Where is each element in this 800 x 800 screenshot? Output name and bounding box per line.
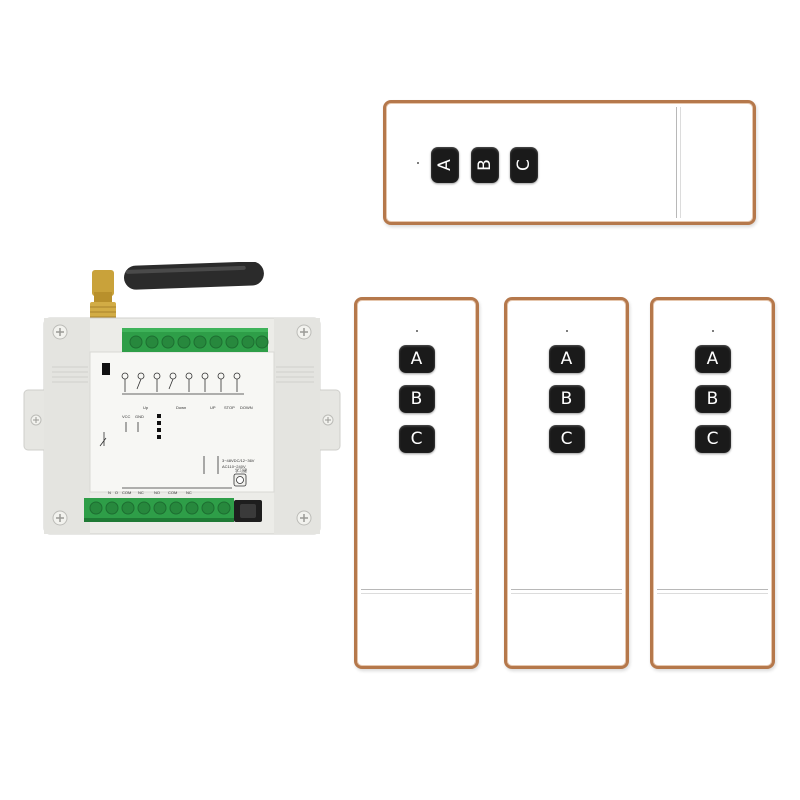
indicator-led (415, 330, 418, 332)
relay-receiver-module: Up Down UP STOP DOWN VCC GND 3~48VDC/12~… (22, 262, 342, 542)
terminal-label-no-2: NO (154, 490, 160, 495)
terminal-label-com-2: COM (168, 490, 178, 495)
learn-button-label: 学习键 (235, 468, 247, 473)
remote-button-c[interactable]: C (398, 425, 435, 453)
remote-button-b[interactable]: B (694, 385, 731, 413)
receiver-illustration (23, 262, 341, 535)
terminal-label-nc-2: NC (186, 490, 192, 495)
remote-control-horizontal: A B C (383, 100, 756, 225)
terminal-label-com: COM (122, 490, 132, 495)
terminal-block-bottom (84, 498, 262, 522)
indicator-led (565, 330, 568, 332)
wiring-diagram (99, 363, 247, 489)
battery-cover (657, 589, 768, 662)
battery-cover (361, 589, 472, 662)
remote-button-a[interactable]: A (431, 147, 459, 183)
terminal-label-no: NO (108, 490, 122, 495)
remote-button-c[interactable]: C (510, 147, 538, 183)
terminal-label-down-2: DOWN (240, 405, 253, 410)
terminal-label-nc: NC (138, 490, 144, 495)
indicator-led (711, 330, 714, 332)
remote-button-b[interactable]: B (548, 385, 585, 413)
battery-cover (676, 107, 749, 218)
remote-button-b[interactable]: B (398, 385, 435, 413)
spec-line-ac: AC110~240V (222, 464, 246, 469)
remote-button-c[interactable]: C (548, 425, 585, 453)
remote-control-vertical-2: A B C (504, 297, 629, 669)
terminal-label-up: Up (143, 405, 149, 410)
remote-button-a[interactable]: A (694, 345, 731, 373)
spec-line-dc: 3~48VDC/12~36V (222, 458, 255, 463)
battery-cover (511, 589, 622, 662)
remote-control-vertical-1: A B C (354, 297, 479, 669)
terminal-block-top (122, 328, 269, 352)
remote-button-a[interactable]: A (548, 345, 585, 373)
remote-control-vertical-3: A B C (650, 297, 775, 669)
terminal-label-down: Down (176, 405, 187, 410)
remote-button-c[interactable]: C (694, 425, 731, 453)
terminal-label-up-2: UP (210, 405, 216, 410)
remote-button-a[interactable]: A (398, 345, 435, 373)
antenna (90, 262, 264, 322)
power-label-vcc: VCC (122, 414, 131, 419)
indicator-led (417, 162, 419, 164)
terminal-label-stop: STOP (224, 405, 235, 410)
power-label-gnd: GND (135, 414, 144, 419)
remote-button-b[interactable]: B (471, 147, 499, 183)
receiver-housing (23, 317, 341, 535)
